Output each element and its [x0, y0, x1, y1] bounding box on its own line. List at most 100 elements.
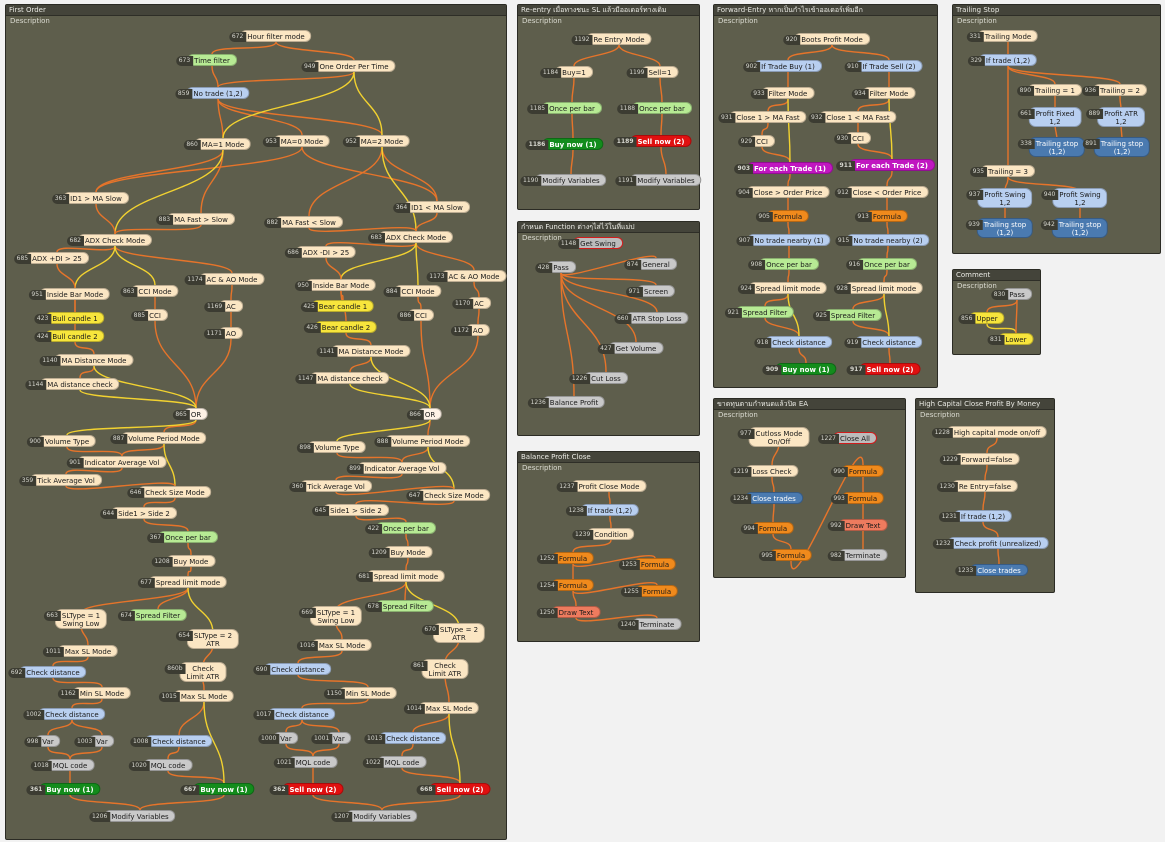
panel-title[interactable]: Forward-Entry หากเป็นกำไรเข้าออเดอร์เพิ่…	[714, 5, 937, 16]
panel-title[interactable]: Re-entry เมื่อทางชนะ SL แล้วมีออเดอร์ทาง…	[518, 5, 699, 16]
panel-title[interactable]: กำหนด Function ต่างๆไส่ไว้ในที่แม่ป	[518, 222, 699, 233]
panel-title[interactable]: Comment	[953, 270, 1040, 281]
panel-title[interactable]: Balance Profit Close	[518, 452, 699, 463]
panel-title[interactable]: ขาดทุนตามกำหนดแล้วปิด EA	[714, 399, 905, 410]
panel-title[interactable]: Trailing Stop	[953, 5, 1160, 16]
